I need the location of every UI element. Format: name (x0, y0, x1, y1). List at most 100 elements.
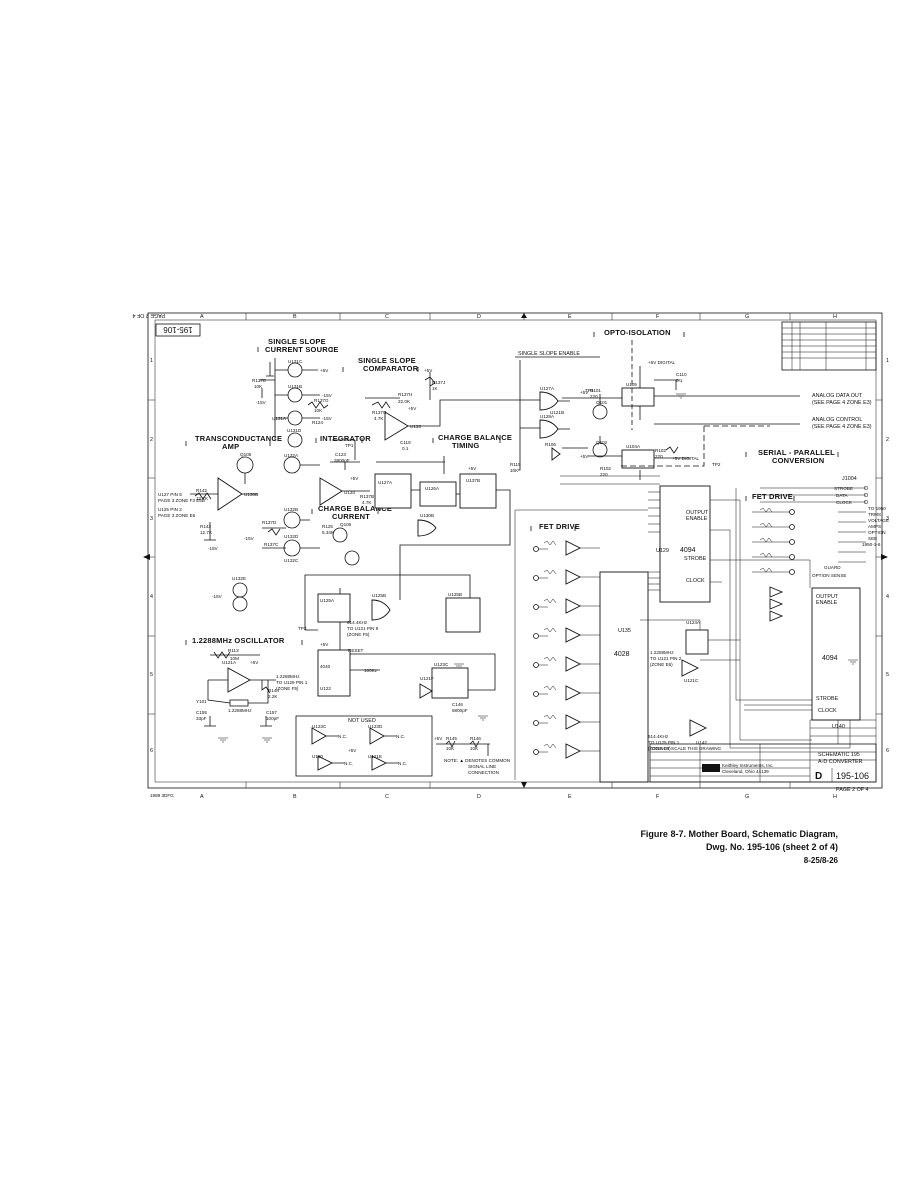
svg-text:2.2K: 2.2K (268, 694, 278, 699)
svg-text:U132D: U132D (284, 534, 299, 539)
fet-drive-right (752, 507, 795, 622)
j-ieee-3: VOLTAGE (868, 518, 889, 523)
svg-text:4.7K: 4.7K (362, 500, 372, 505)
center-arrow-left (143, 554, 150, 560)
title-cb-current-2: CURRENT (332, 512, 370, 521)
svg-text:220: 220 (590, 394, 598, 399)
svg-text:12.7K: 12.7K (200, 530, 213, 535)
grid-row-4-right: 4 (886, 594, 889, 600)
opto-gates (520, 391, 570, 461)
grid-col-h-top: H (833, 314, 837, 320)
svg-text:100pF: 100pF (266, 716, 279, 721)
svg-text:+5V: +5V (580, 390, 589, 395)
svg-text:R137H: R137H (398, 392, 412, 397)
tp1-label: TP1 (345, 443, 354, 448)
u140-clock: CLOCK (818, 708, 837, 714)
fet-driver-8 (533, 743, 600, 759)
freq-1228b-3: (ZONE E6) (650, 662, 673, 667)
chip-4094-a: 4094 (680, 547, 696, 554)
svg-text:U130B: U130B (420, 513, 434, 518)
u140-oe-2: ENABLE (816, 600, 838, 606)
freq-614-2: TO U121 PIN 9 (347, 626, 379, 631)
j-ieee-4: AMPS (868, 524, 881, 529)
ground-symbols (218, 393, 858, 743)
fet-drive-left (533, 540, 600, 759)
svg-text:U132E: U132E (232, 576, 246, 581)
fet-driver-7 (533, 714, 600, 730)
u129-shift-register: OUTPUT ENABLE STROBE CLOCK U129 4094 (656, 485, 711, 603)
svg-text:Q102: Q102 (596, 440, 608, 445)
j-ieee-2: TRMS (868, 512, 881, 517)
j-ieee-7: 1950-1-6 (862, 542, 881, 547)
grid-row-1-left: 1 (150, 358, 153, 364)
svg-text:R106: R106 (545, 442, 556, 447)
title-oscillator: 1.2288MHz OSCILLATOR (192, 636, 285, 645)
tb-city: Cleveland, Ohio 44139 (722, 769, 769, 774)
svg-text:U131A: U131A (272, 416, 287, 421)
chip-4040: 4040 (320, 664, 331, 669)
svg-text:R137G: R137G (314, 398, 329, 403)
tb-company: Keithley Instruments, Inc. (722, 763, 774, 768)
ss-comparator-block: +5V R137J 1K R137H 22.0K R137G 4.7K +5V … (332, 351, 600, 471)
j1004-data: DATA (836, 493, 849, 498)
svg-text:C110: C110 (676, 372, 687, 377)
svg-text:R145: R145 (446, 736, 457, 741)
svg-text:R102: R102 (655, 448, 666, 453)
j-option-sense: OPTION SENSE (812, 573, 846, 578)
svg-text:-15V: -15V (322, 393, 333, 398)
svg-text:U105: U105 (626, 382, 637, 387)
title-serial-parallel-1: SERIAL - PARALLEL (758, 448, 835, 457)
grid-col-f-top: F (656, 314, 660, 320)
freq-614b-2: TO U125 PIN 1 (648, 740, 680, 745)
svg-text:10K: 10K (510, 468, 519, 473)
note-line-2: SIGNAL LINE (468, 764, 496, 769)
svg-text:1K: 1K (432, 386, 439, 391)
tb-title-1: SCHEMATIC 195 (818, 752, 860, 758)
grid-col-d-top: D (477, 314, 481, 320)
grid-col-c-top: C (385, 314, 389, 320)
title-block: DO NOT SCALE THIS DRAWING Keithley Instr… (649, 719, 877, 793)
j-ieee-1: TO 1950 (868, 506, 886, 511)
title-ss-comparator-1: SINGLE SLOPE (358, 356, 416, 365)
svg-text:U127A: U127A (540, 386, 555, 391)
grid-row-1-right: 1 (886, 358, 889, 364)
svg-text:+5V: +5V (408, 406, 417, 411)
j1004-strobe: STROBE (834, 486, 853, 491)
tb-title-2: A-D CONVERTER (818, 759, 863, 765)
title-integrator: INTEGRATOR (320, 434, 371, 443)
grid-col-a-top: A (200, 314, 204, 320)
grid-row-3-right: 3 (886, 516, 889, 522)
svg-text:U125B: U125B (372, 593, 386, 598)
svg-text:0.1: 0.1 (402, 446, 409, 451)
chip-u129: U129 (656, 548, 669, 554)
freq-614-1: 614.4KHz (347, 620, 368, 625)
sheet-stamp: 195-106 (155, 323, 201, 337)
svg-text:Q106: Q106 (340, 522, 352, 527)
caption-line-2: Dwg. No. 195-106 (sheet 2 of 4) (705, 842, 838, 852)
chip-u135: U135 (618, 628, 631, 634)
title-transconductance-1: TRANSCONDUCTANCE (195, 434, 282, 443)
svg-text:U136B: U136B (244, 492, 258, 497)
fet-driver-4 (533, 627, 600, 643)
fet-driver-2 (533, 569, 600, 585)
u140-oe-1: OUTPUT (816, 594, 839, 600)
freq-614-3: (ZONE F5) (347, 632, 370, 637)
title-ss-current-source-2: CURRENT SOURCE (265, 345, 339, 354)
grid-row-5-left: 5 (150, 672, 153, 678)
grid-col-g-top: G (745, 314, 749, 320)
opto-isolation-block: U105 U104A Q101 Q102 R101 220 +5V +5V R1… (562, 340, 872, 480)
svg-text:4.7K: 4.7K (374, 416, 384, 421)
transconductance-block: Q105 U136B R142 12.7K U127 PIN 6 PAGE 3 … (158, 452, 258, 551)
oscillator-block: R113 10M U121A +5V R144 2.2K 1.2288MHz C… (196, 576, 308, 727)
freq-1228-2: TO U129 PIN 1 (276, 680, 308, 685)
title-opto: OPTO-ISOLATION (604, 328, 671, 337)
svg-text:-15V: -15V (244, 536, 255, 541)
center-arrow-right (881, 554, 888, 560)
svg-text:U104A: U104A (626, 444, 641, 449)
svg-text:U121C: U121C (684, 678, 699, 683)
clock-gates (681, 629, 709, 737)
svg-text:12.7K: 12.7K (196, 496, 209, 501)
u140-strobe: STROBE (816, 696, 839, 702)
freq-614b-1: 614.4KHz (648, 734, 669, 739)
